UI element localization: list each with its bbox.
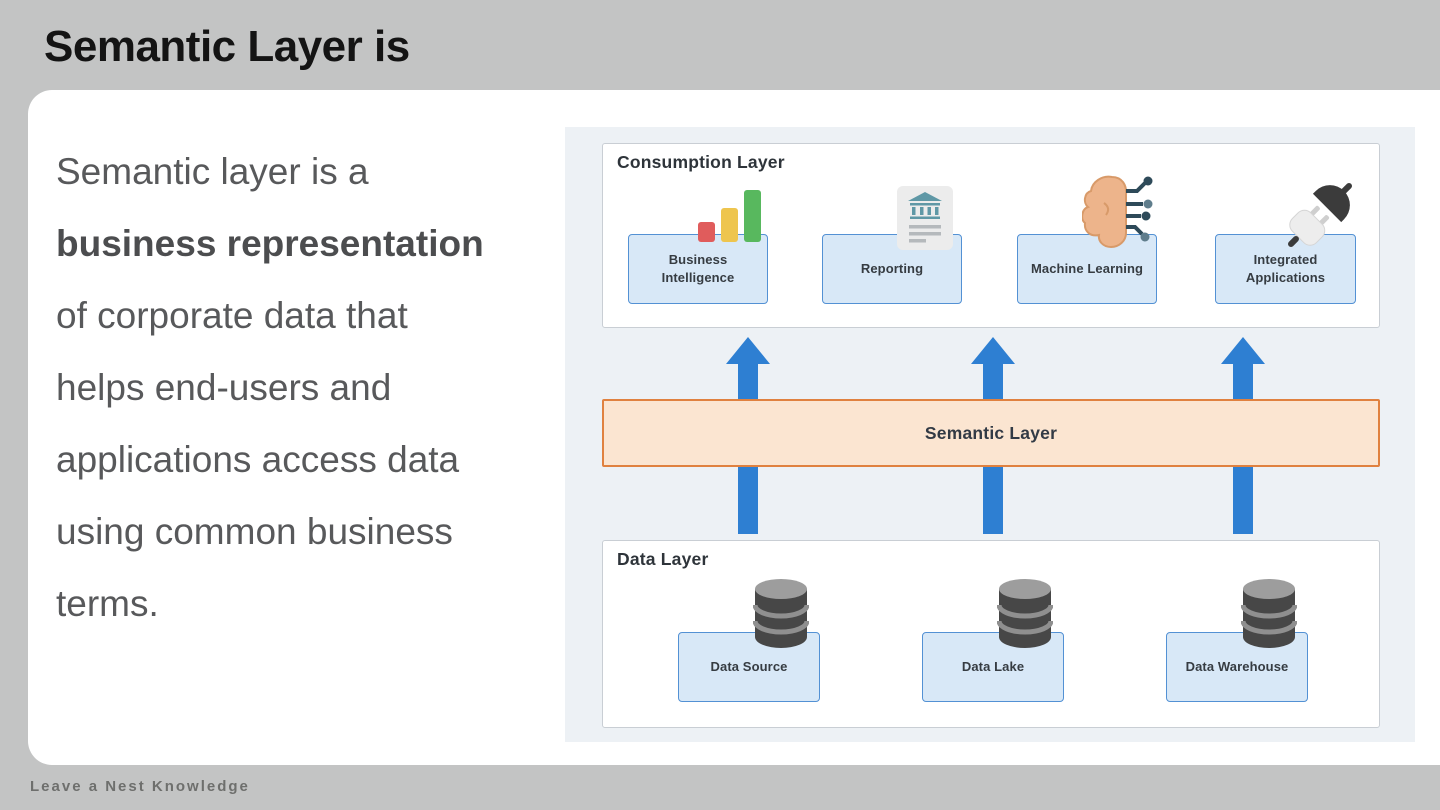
node-label: Machine Learning bbox=[1030, 261, 1144, 277]
lede-paragraph: Semantic layer is a business representat… bbox=[56, 136, 556, 640]
node-label: Data Lake bbox=[961, 659, 1025, 675]
database-icon bbox=[752, 578, 810, 650]
node-business-intelligence: Business Intelligence bbox=[628, 234, 768, 304]
semantic-layer-band: Semantic Layer bbox=[602, 399, 1380, 467]
lede-line: applications access data bbox=[56, 439, 460, 480]
semantic-layer-label: Semantic Layer bbox=[924, 422, 1058, 443]
arrow-shaft bbox=[738, 361, 758, 400]
footer-brand: Leave a Nest Knowledge bbox=[30, 778, 250, 795]
lede-line: of corporate data that bbox=[56, 295, 408, 336]
node-label: Reporting bbox=[860, 261, 924, 277]
report-document-icon bbox=[897, 186, 953, 250]
lede-line: using common business bbox=[56, 511, 453, 552]
node-label: Business Intelligence bbox=[661, 252, 735, 285]
lede-line: terms. bbox=[56, 583, 159, 624]
arrow-shaft bbox=[1233, 467, 1253, 534]
arrow-shaft bbox=[983, 361, 1003, 400]
plug-icon bbox=[1270, 165, 1370, 265]
page-title: Semantic Layer is bbox=[44, 22, 410, 71]
lede-line: helps end-users and bbox=[56, 367, 392, 408]
arrow-up-icon bbox=[726, 337, 770, 364]
brain-circuit-icon bbox=[1081, 175, 1156, 249]
arrow-up-icon bbox=[1221, 337, 1265, 364]
node-label: Data Warehouse bbox=[1185, 659, 1289, 675]
arrow-shaft bbox=[738, 467, 758, 534]
arrow-shaft bbox=[983, 467, 1003, 534]
arrow-up-icon bbox=[971, 337, 1015, 364]
node-label: Data Source bbox=[710, 659, 788, 675]
lede-line: Semantic layer is a bbox=[56, 151, 369, 192]
semantic-layer-diagram: Consumption Layer Business Intelligence … bbox=[565, 127, 1415, 742]
arrow-shaft bbox=[1233, 361, 1253, 400]
content-card: Semantic layer is a business representat… bbox=[28, 90, 1440, 765]
lede-line-bold: business representation bbox=[56, 223, 484, 264]
node-label: Integrated Applications bbox=[1245, 252, 1326, 285]
node-machine-learning: Machine Learning bbox=[1017, 234, 1157, 304]
data-layer-title: Data Layer bbox=[617, 549, 709, 569]
database-icon bbox=[1240, 578, 1298, 650]
database-icon bbox=[996, 578, 1054, 650]
consumption-layer-title: Consumption Layer bbox=[617, 152, 785, 172]
node-integrated-applications: Integrated Applications bbox=[1215, 234, 1356, 304]
bar-chart-icon bbox=[698, 189, 764, 242]
